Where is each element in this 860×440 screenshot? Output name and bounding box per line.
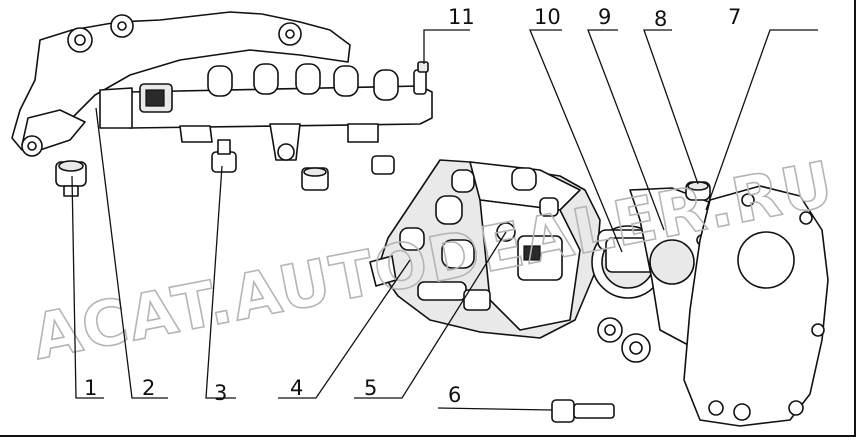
leader-lines	[71, 29, 818, 411]
callout-labels: 1 2 3 4 5 6 7 8 9 10 11	[84, 5, 741, 407]
callout-2: 2	[142, 376, 155, 400]
callout-9: 9	[598, 5, 611, 29]
callout-1: 1	[84, 376, 97, 400]
part-3-banjo-bolt	[211, 139, 395, 191]
part-6-bolt	[551, 399, 615, 423]
callout-10: 10	[534, 5, 561, 29]
callout-4: 4	[290, 376, 303, 400]
part-2-bracket-fuel-rail	[11, 11, 433, 161]
callout-5: 5	[364, 376, 377, 400]
part-11-pressure-valve	[413, 69, 427, 95]
part-7-gasket	[683, 185, 829, 427]
part-8-sleeve	[685, 181, 711, 201]
part-1-bolt	[55, 160, 87, 197]
callout-3: 3	[214, 381, 227, 405]
callout-8: 8	[654, 7, 667, 31]
callout-6: 6	[448, 383, 461, 407]
callout-11: 11	[448, 5, 475, 29]
callout-7: 7	[728, 5, 741, 29]
